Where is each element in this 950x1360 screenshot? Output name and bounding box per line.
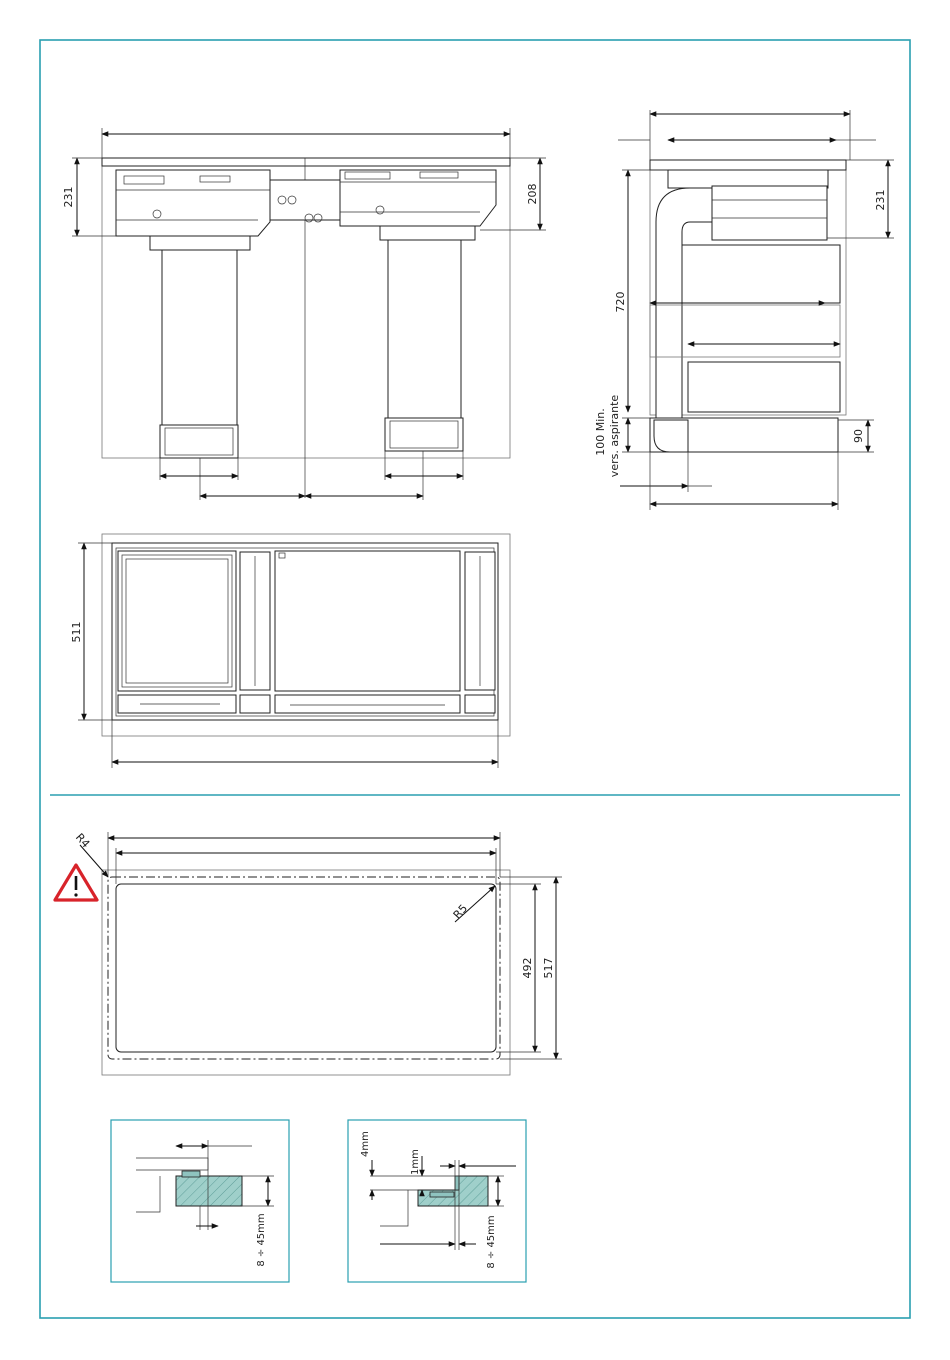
dim-label-90: 90: [852, 429, 865, 443]
dim-label-1mm: 1mm: [410, 1149, 421, 1175]
cutout-view: R4 R5 492 517: [73, 831, 562, 1075]
detail-flush-mount: 8 ÷ 45mm: [111, 1120, 289, 1282]
detail-recessed-mount: 4mm 1mm 8 ÷ 45mm: [348, 1120, 526, 1282]
dim-label-208: 208: [526, 184, 539, 205]
warning-triangle-icon: [55, 865, 97, 900]
radius-label-r4: R4: [73, 831, 92, 851]
hob-plan-view: 511: [70, 534, 510, 768]
front-elevation-view: 231 208: [62, 128, 546, 500]
dim-label-511: 511: [70, 622, 83, 643]
dim-label-thickness-recessed: 8 ÷ 45mm: [486, 1215, 497, 1268]
dim-label-4mm: 4mm: [360, 1131, 371, 1157]
dim-label-100-min: 100 Min.: [594, 408, 607, 456]
dim-label-thickness-flush: 8 ÷ 45mm: [256, 1213, 267, 1266]
dim-label-517: 517: [542, 958, 555, 979]
dim-label-vers-aspirante: vers. aspirante: [608, 395, 621, 478]
side-elevation-view: 231 720 100 Min. vers. aspirante 90: [594, 110, 894, 510]
dim-label-231-right: 231: [874, 190, 887, 211]
dim-label-492: 492: [521, 958, 534, 979]
dim-label-231-left: 231: [62, 187, 75, 208]
dim-label-720: 720: [614, 292, 627, 313]
